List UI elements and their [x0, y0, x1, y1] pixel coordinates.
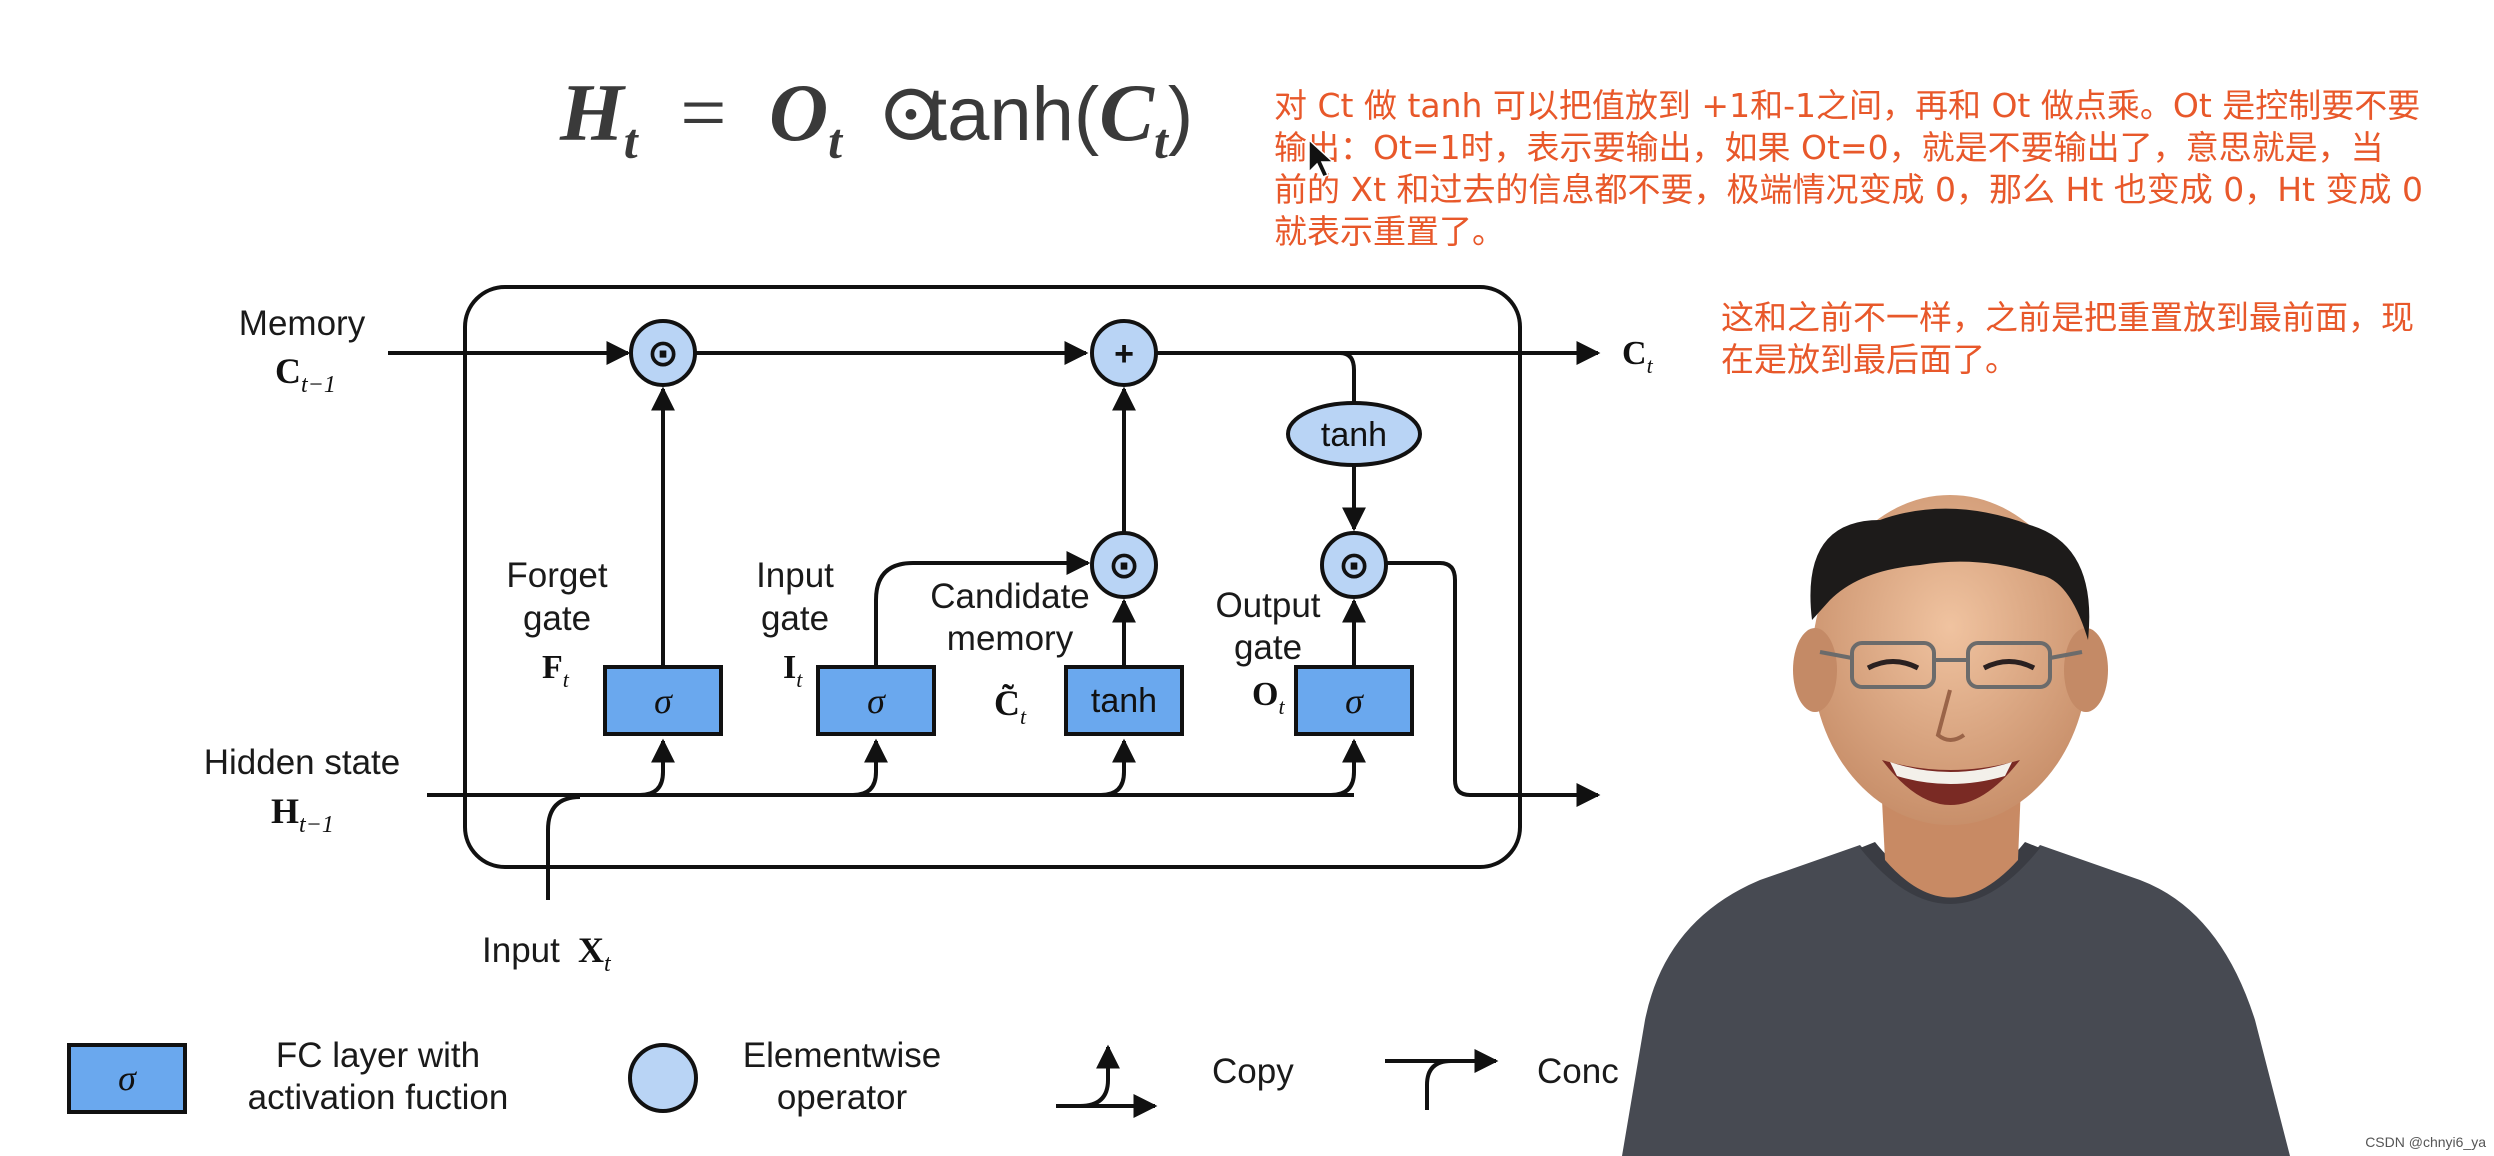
watermark: CSDN @chnyi6_ya	[2365, 1134, 2486, 1150]
formula-c-sub: t	[1154, 113, 1170, 169]
candidate-memory-label: Candidate memory C̃t	[930, 577, 1090, 729]
svg-text:memory: memory	[947, 619, 1074, 658]
svg-text:Input: Input	[482, 931, 560, 970]
memory-label: Memory Ct−1	[239, 304, 366, 398]
formula-h-sub: t	[624, 113, 640, 169]
svg-text:Ot: Ot	[1252, 676, 1285, 719]
svg-text:Hidden state: Hidden state	[204, 743, 401, 782]
wires	[388, 341, 1601, 900]
add-symbol: +	[1114, 335, 1134, 373]
formula-close: )	[1168, 72, 1193, 157]
legend-concat: Conca	[1385, 1049, 1639, 1110]
formula-o: O	[769, 67, 828, 158]
output-multiply-node: ⊙	[1320, 531, 1388, 599]
svg-text:Input: Input	[756, 556, 834, 595]
annotation-1-line-2: 输出：Ot=1时，表示要输出，如果 Ot=0，就是不要输出了，意思就是，当	[1274, 128, 2384, 167]
annotation-1: 对 Ct 做 tanh 可以把值放到 +1和-1之间，再和 Ot 做点乘。Ot …	[1274, 86, 2423, 251]
output-c-label: Ct	[1622, 335, 1654, 378]
output-multiply-symbol: ⊙	[1338, 545, 1370, 587]
formula-h: H	[559, 67, 626, 158]
input-gate-block: σ	[816, 665, 936, 736]
svg-text:tanh(Ct): tanh(Ct)	[926, 67, 1193, 169]
formula-odot: ⊙	[877, 67, 946, 158]
input-multiply-node: ⊙	[1090, 531, 1158, 599]
tanh-ellipse-label: tanh	[1321, 416, 1387, 454]
presenter-shirt	[1622, 845, 2290, 1156]
svg-text:Ht−1: Ht−1	[271, 791, 334, 838]
forget-gate-label: Forget gate Ft	[506, 556, 607, 692]
svg-text:Ht = Ot ⊙: Ht = Ot ⊙	[559, 67, 945, 176]
hidden-state-label: Hidden state Ht−1	[204, 743, 401, 838]
annotation-2-line-2: 在是放到最后面了。	[1721, 340, 2018, 379]
svg-text:activation fuction: activation fuction	[248, 1078, 509, 1117]
formula-c: C	[1099, 67, 1155, 158]
legend-fc-layer: σ FC layer with activation fuction	[67, 1036, 509, 1117]
formula-tanh: tanh(	[926, 72, 1099, 157]
svg-text:Ct−1: Ct−1	[275, 351, 336, 398]
lstm-cell-boundary	[463, 285, 1522, 869]
presenter-glasses	[1819, 641, 2083, 689]
output-gate-label: Output gate Ot	[1215, 586, 1320, 719]
svg-text:Candidate: Candidate	[930, 577, 1090, 616]
annotation-1-line-4: 就表示重置了。	[1274, 212, 1505, 251]
svg-text:Xt: Xt	[578, 930, 612, 977]
tanh-ellipse-node: tanh	[1286, 401, 1422, 467]
svg-text:Memory: Memory	[239, 304, 366, 343]
svg-text:It: It	[783, 649, 803, 692]
svg-text:gate: gate	[1234, 628, 1302, 667]
legend-copy: Copy	[1056, 1044, 1294, 1118]
annotation-2-line-1: 这和之前不一样，之前是把重置放到最前面，现	[1721, 298, 2414, 337]
input-multiply-symbol: ⊙	[1108, 545, 1140, 587]
svg-text:Elementwise: Elementwise	[743, 1036, 941, 1075]
svg-text:operator: operator	[777, 1078, 908, 1117]
svg-text:gate: gate	[761, 599, 829, 638]
svg-text:Ft: Ft	[542, 649, 570, 692]
formula-equals: =	[680, 67, 726, 158]
legend-elementwise: Elementwise operator	[628, 1036, 941, 1117]
input-gate-sigma: σ	[867, 681, 886, 721]
forget-gate-block: σ	[603, 665, 723, 736]
formula-o-sub: t	[828, 113, 844, 169]
candidate-tanh: tanh	[1091, 682, 1157, 720]
candidate-block: tanh	[1064, 665, 1184, 736]
svg-text:Ct: Ct	[1622, 335, 1654, 378]
output-gate-block: σ	[1294, 665, 1414, 736]
forget-multiply-symbol: ⊙	[647, 333, 679, 375]
presenter-hair	[1810, 508, 2090, 640]
formula: Ht = Ot ⊙ tanh(Ct)	[559, 67, 1193, 176]
svg-text:FC layer with: FC layer with	[276, 1036, 480, 1075]
svg-text:gate: gate	[523, 599, 591, 638]
add-node: +	[1090, 319, 1158, 387]
svg-text:σ: σ	[118, 1058, 137, 1098]
input-gate-label: Input gate It	[756, 556, 834, 692]
output-gate-sigma: σ	[1345, 681, 1364, 721]
mouse-cursor-icon	[1308, 138, 1335, 178]
svg-text:C̃t: C̃t	[994, 683, 1027, 729]
annotation-1-line-1: 对 Ct 做 tanh 可以把值放到 +1和-1之间，再和 Ot 做点乘。Ot …	[1274, 86, 2420, 125]
svg-text:Copy: Copy	[1212, 1052, 1294, 1091]
annotation-2: 这和之前不一样，之前是把重置放到最前面，现 在是放到最后面了。	[1721, 298, 2414, 379]
presenter-video	[1620, 420, 2494, 1156]
annotation-1-line-3: 前的 Xt 和过去的信息都不要，极端情况变成 0，那么 Ht 也变成 0，Ht …	[1274, 170, 2423, 209]
forget-multiply-node: ⊙	[629, 319, 697, 387]
svg-text:Output: Output	[1215, 586, 1320, 625]
svg-text:Forget: Forget	[506, 556, 607, 595]
input-label: Input Xt	[482, 930, 612, 977]
forget-gate-sigma: σ	[654, 681, 673, 721]
legend: σ FC layer with activation fuction Eleme…	[67, 1036, 1639, 1118]
